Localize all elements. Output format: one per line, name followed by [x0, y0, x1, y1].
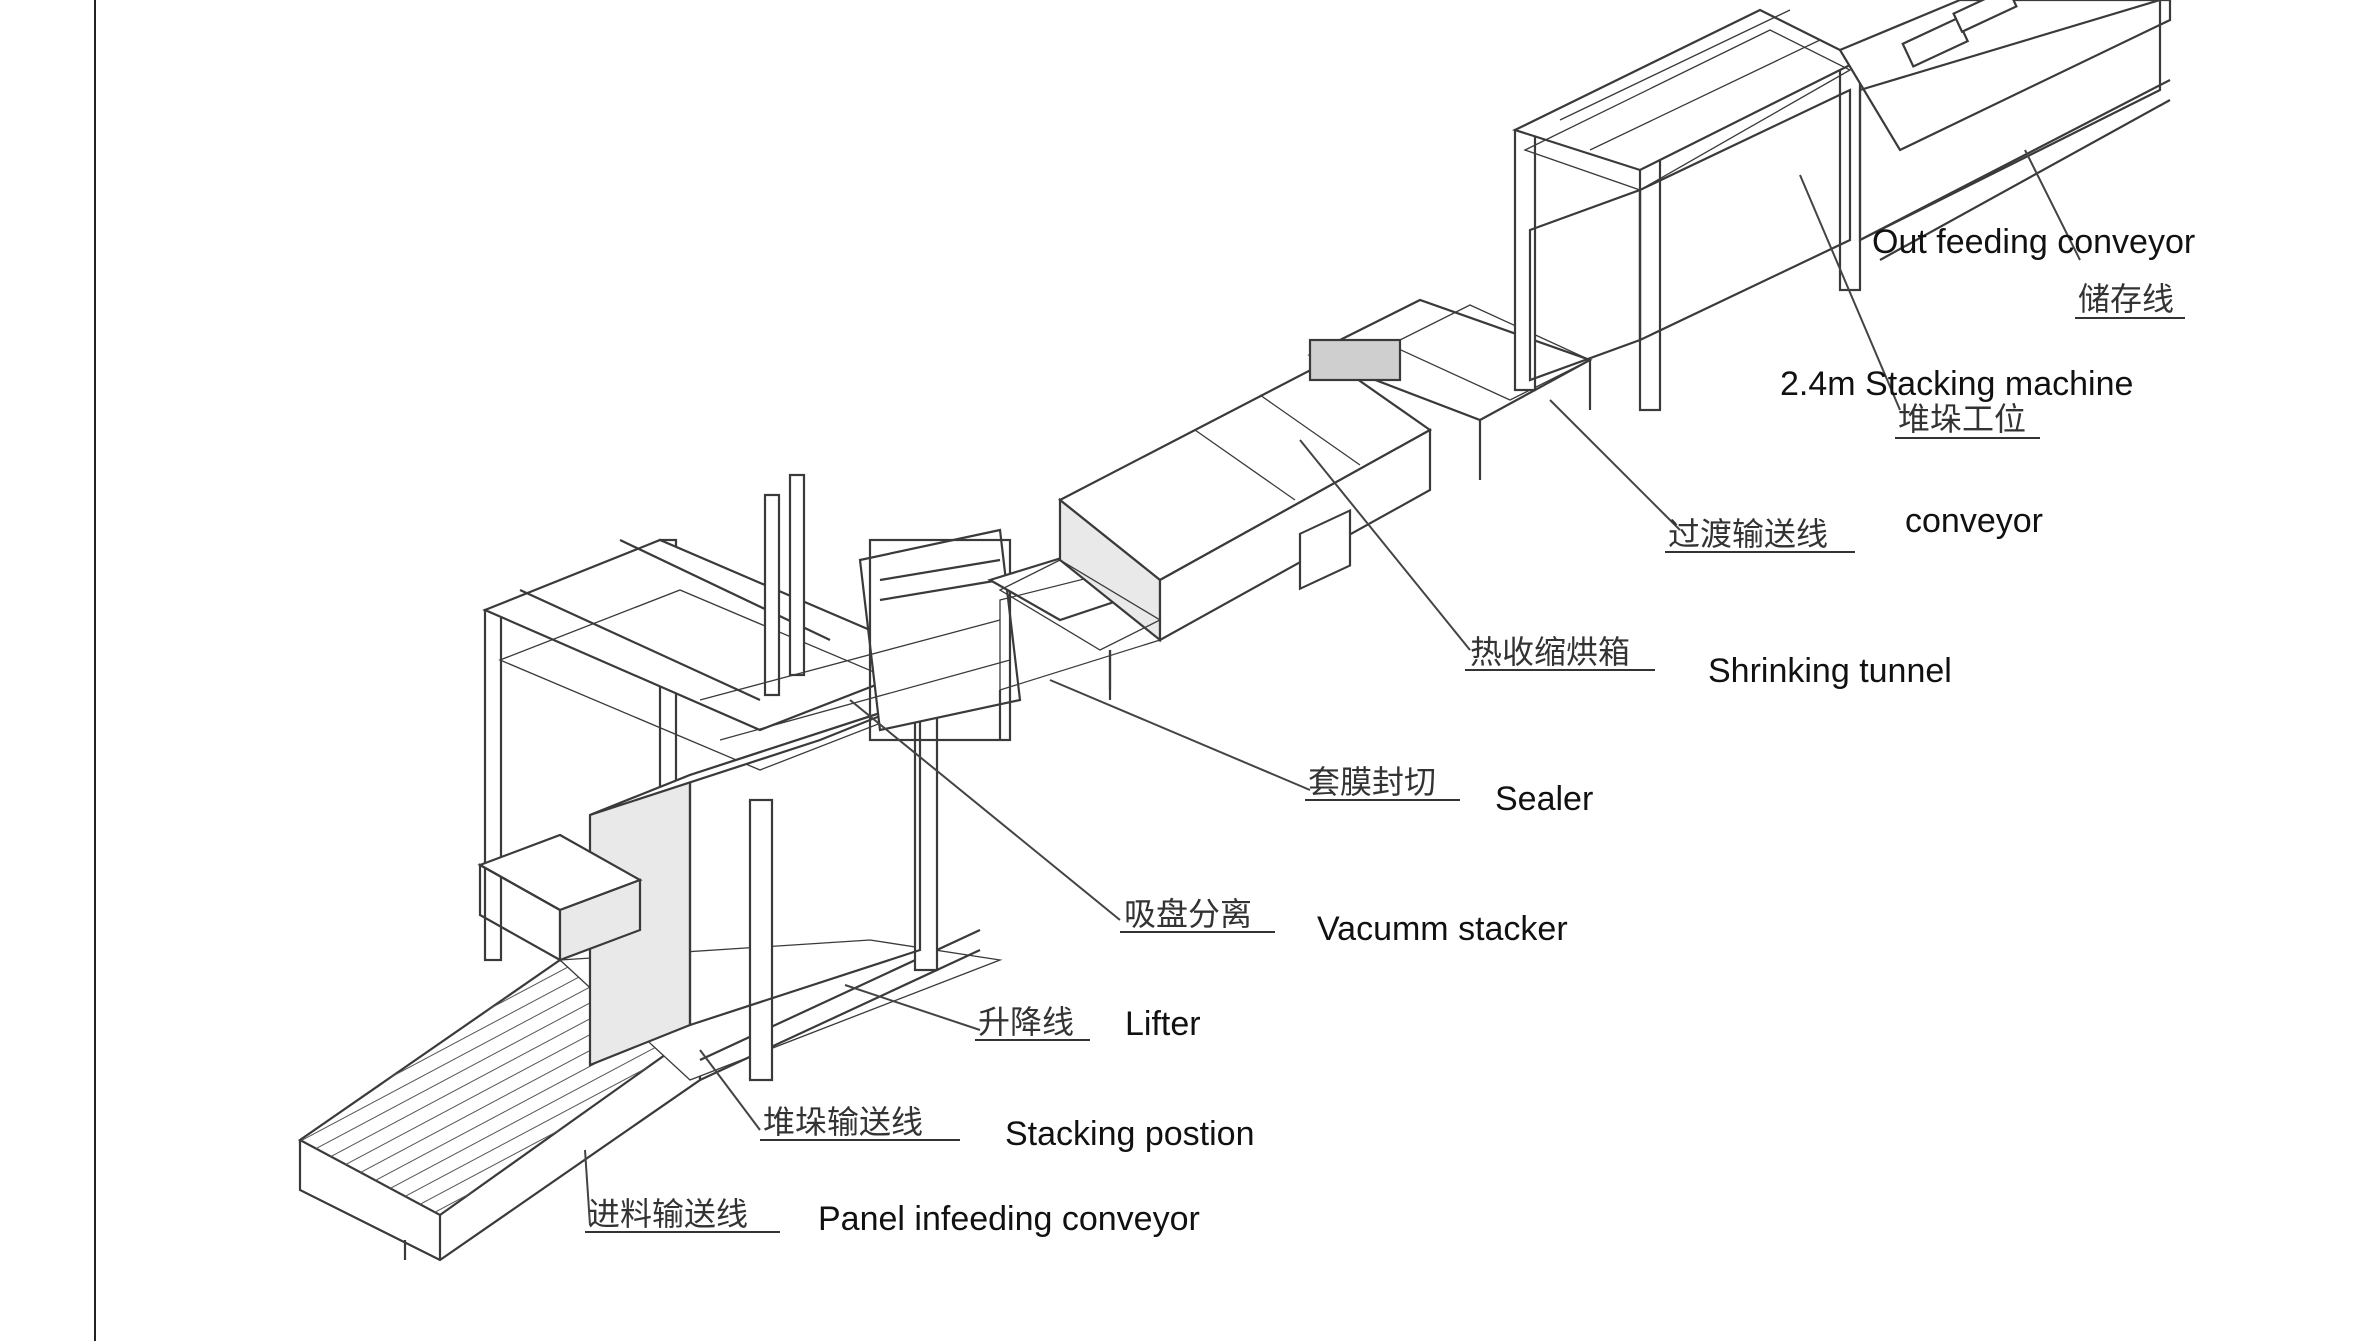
label-lifter-cn: 升降线 [978, 1003, 1074, 1041]
label-stacking-pos-cn: 堆垛输送线 [763, 1103, 923, 1141]
label-vacuum-cn: 吸盘分离 [1124, 895, 1252, 933]
stacking-machine [1512, 8, 1863, 412]
label-sealer-cn: 套膜封切 [1308, 763, 1436, 801]
label-storage-cn: 储存线 [2078, 280, 2174, 318]
label-infeed-en: Panel infeeding conveyor [818, 1200, 1200, 1238]
label-infeed-cn: 进料输送线 [588, 1195, 748, 1233]
label-stacking-station-cn: 堆垛工位 [1898, 400, 2026, 438]
label-vacuum-en: Vacumm stacker [1317, 910, 1568, 948]
label-lifter-en: Lifter [1125, 1005, 1201, 1043]
label-tunnel-cn: 热收缩烘箱 [1470, 633, 1630, 671]
label-transition-en: conveyor [1905, 502, 2043, 540]
out-feeding-conveyor [1838, 0, 2172, 261]
underlines [585, 317, 2185, 1233]
label-stacking-pos-en: Stacking postion [1005, 1115, 1255, 1153]
label-tunnel-en: Shrinking tunnel [1708, 652, 1952, 690]
label-stacking-machine-en: 2.4m Stacking machine [1780, 365, 2133, 403]
shrinking-tunnel [998, 358, 1433, 700]
label-out-feeding-en: Out feeding conveyor [1872, 223, 2195, 261]
leader-lines [584, 149, 2081, 1226]
label-sealer-en: Sealer [1495, 780, 1593, 818]
vacuum-stacker [477, 473, 1022, 1082]
label-transition-cn: 过渡输送线 [1668, 515, 1828, 553]
